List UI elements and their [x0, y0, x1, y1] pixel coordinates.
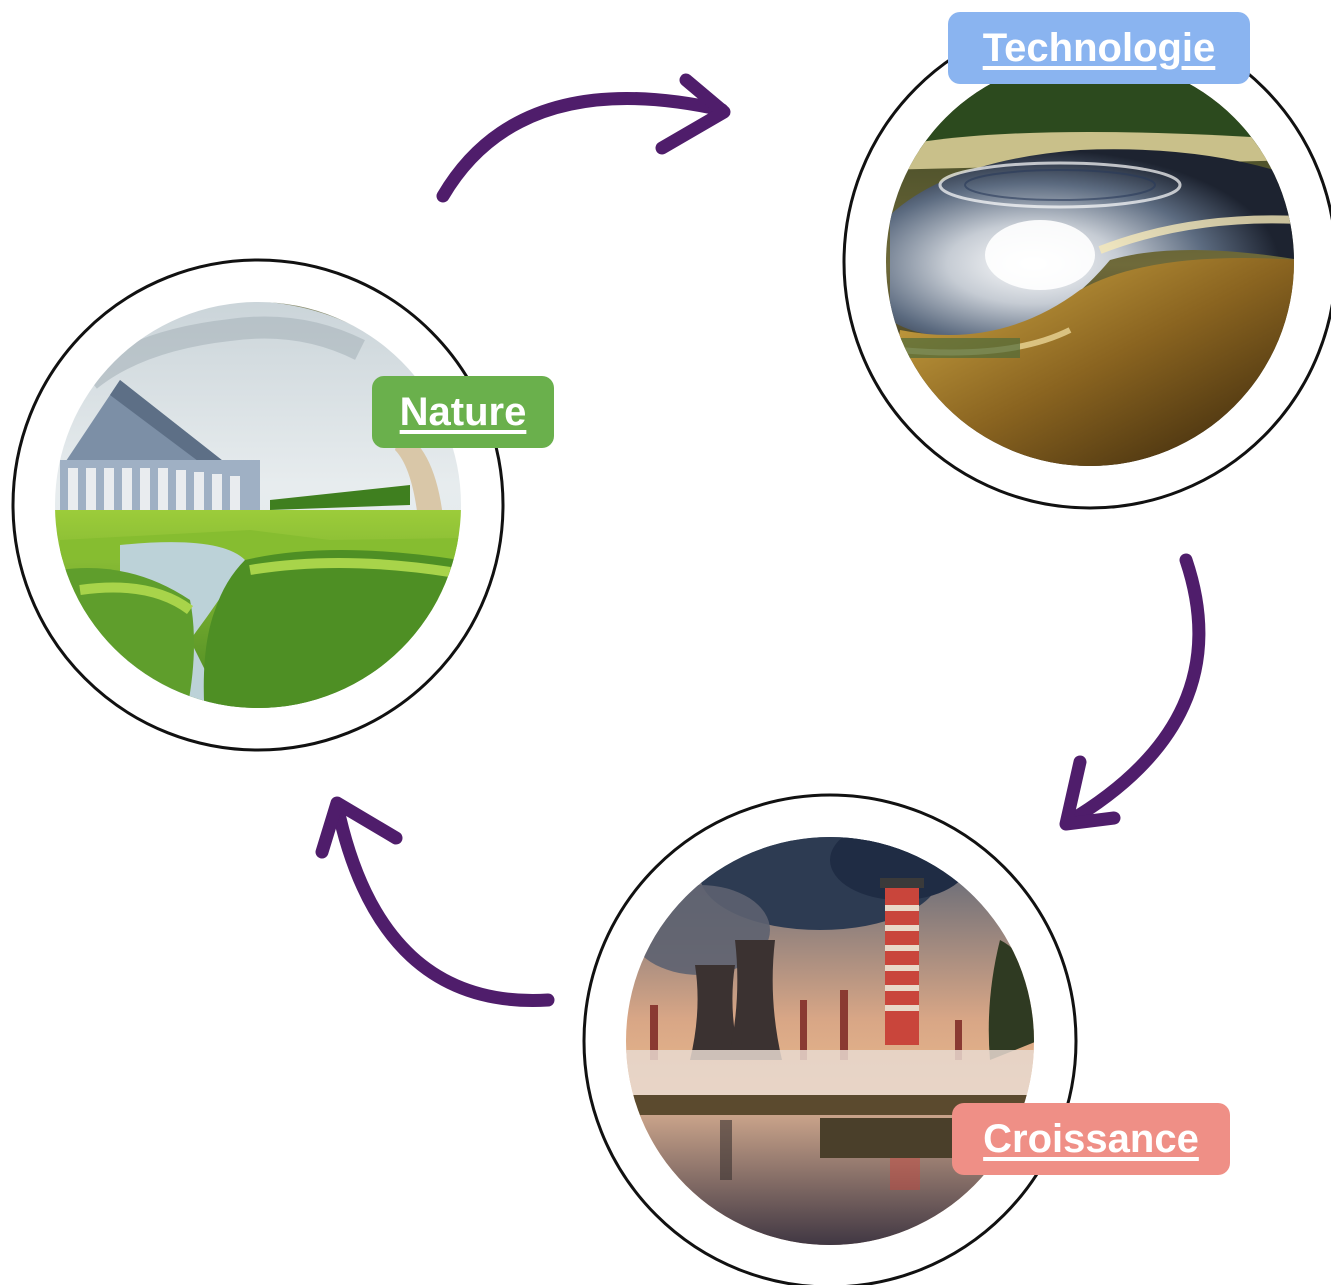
- technology-image: [886, 58, 1294, 466]
- arrow-nature-to-technology: [436, 73, 731, 203]
- technology-node: [842, 14, 1331, 510]
- nature-label[interactable]: Nature: [372, 376, 554, 448]
- nature-image: [55, 302, 461, 708]
- growth-ring: [582, 793, 1078, 1285]
- nature-node: [11, 258, 505, 752]
- technology-label[interactable]: Technologie: [948, 12, 1250, 84]
- nature-ring: [11, 258, 505, 752]
- growth-label[interactable]: Croissance: [952, 1103, 1230, 1175]
- arrow-technology-to-growth: [1059, 553, 1206, 831]
- arrow-growth-to-nature: [315, 796, 555, 1007]
- growth-image: [626, 837, 1034, 1245]
- growth-node: [582, 793, 1078, 1285]
